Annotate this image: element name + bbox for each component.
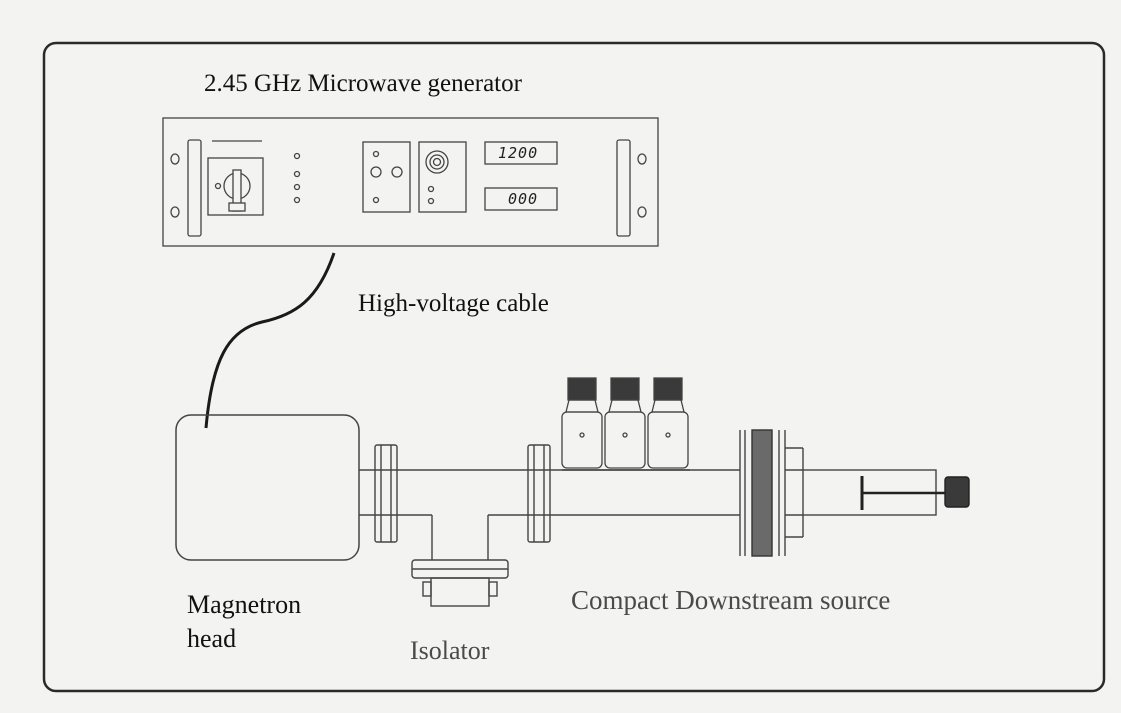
power-knob-mid: [429, 154, 445, 170]
display-bottom-value: 000: [508, 190, 538, 208]
switch-screw: [214, 182, 222, 190]
mount-hole-bl: [170, 206, 180, 218]
control-module-1: [362, 141, 411, 213]
magnetron-head: [175, 414, 360, 561]
module2-led-2: [427, 197, 435, 205]
source-label: Compact Downstream source: [571, 585, 891, 615]
mount-hole-br: [637, 206, 647, 218]
magnetron-label-line2: head: [187, 624, 237, 653]
tuner-stub-2: [604, 377, 646, 469]
display-bottom: [484, 187, 558, 211]
flange-2: [527, 444, 551, 543]
control-module-2: [418, 141, 467, 213]
magnetron-label: Magnetron head: [187, 588, 337, 656]
indicator-light-4: [293, 196, 301, 204]
power-knob-inner: [432, 157, 442, 167]
module1-led-bottom: [372, 196, 380, 204]
isolator-label: Isolator: [410, 636, 490, 665]
module1-button-left: [370, 166, 382, 178]
main-switch-base: [228, 202, 246, 212]
microwave-generator: [162, 117, 659, 247]
module1-button-right: [391, 166, 403, 178]
generator-title: 2.45 GHz Microwave generator: [204, 70, 522, 97]
isolator: [411, 515, 509, 607]
indicator-light-3: [293, 183, 301, 191]
isolator-tab-right: [488, 581, 498, 597]
indicator-light-1: [293, 152, 301, 160]
flange-1: [374, 444, 398, 543]
tuner-stub-3: [647, 377, 689, 469]
outer-frame: [42, 41, 1106, 693]
tuner-stub-1: [561, 377, 603, 469]
power-knob-outer: [425, 150, 449, 174]
indicator-light-2: [293, 170, 301, 178]
handle-left: [187, 139, 202, 237]
three-stub-tuner: [561, 377, 689, 469]
plunger-knob: [944, 476, 970, 508]
module1-led-top: [372, 150, 380, 158]
mount-hole-tl: [170, 153, 180, 165]
main-switch-plate: [207, 157, 264, 216]
waveguide: [359, 444, 740, 543]
generator-panel: [162, 117, 659, 247]
module2-led-1: [427, 185, 435, 193]
magnetron-label-line1: Magnetron: [187, 590, 302, 619]
high-voltage-cable: [204, 252, 336, 429]
display-top: [484, 141, 558, 165]
isolator-load: [430, 577, 490, 607]
downstream-source: [739, 429, 970, 557]
handle-right: [616, 139, 631, 237]
plasma-tube: [751, 429, 773, 557]
display-top-value: 1200: [498, 144, 538, 162]
isolator-tab-left: [422, 581, 432, 597]
cable-label: High-voltage cable: [358, 290, 549, 317]
mount-hole-tr: [637, 153, 647, 165]
